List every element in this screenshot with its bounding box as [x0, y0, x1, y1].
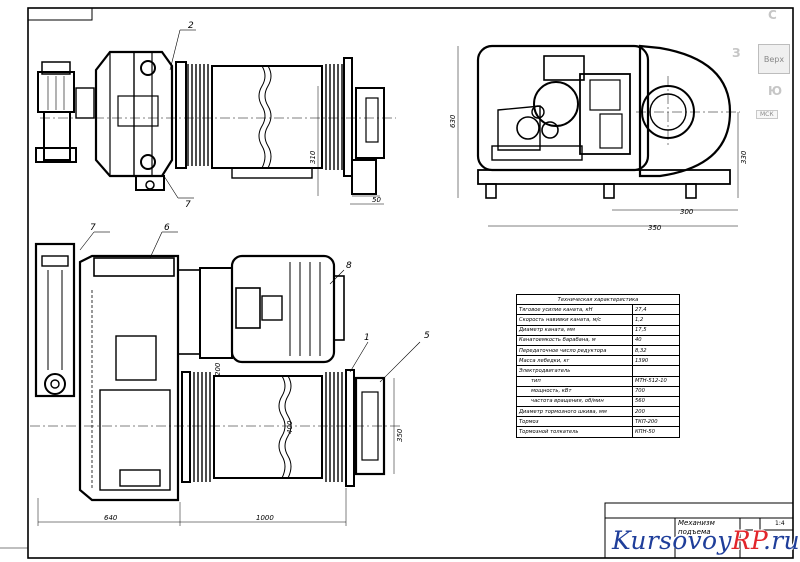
spec-value: 40 [632, 334, 680, 346]
spec-label: Диаметр тормозного шкива, мм [516, 406, 633, 418]
dim-200: 200 [214, 362, 222, 376]
view-cube-face-top[interactable]: Верх [758, 44, 790, 74]
site-watermark: KursovoyRP.ru [612, 526, 800, 555]
dim-50: 50 [372, 196, 381, 204]
callout-1: 1 [364, 333, 370, 343]
dim-630: 630 [449, 114, 457, 128]
callout-6: 6 [164, 223, 170, 233]
spec-value [632, 365, 680, 377]
spec-label: тип [516, 375, 633, 387]
plan-view [30, 231, 421, 526]
spec-value: 200 [632, 406, 680, 418]
spec-table: Техническая характеристика Тяговое усили… [516, 293, 680, 438]
dim-350-plan: 350 [396, 428, 404, 442]
watermark-part-1: Kursovoy [612, 526, 732, 555]
spec-value: КПН-50 [632, 426, 680, 438]
watermark-part-2: RP [731, 526, 763, 555]
callout-2: 2 [188, 21, 194, 31]
spec-value: 17,5 [632, 324, 680, 336]
spec-value: МТН-512-10 [632, 375, 680, 387]
spec-label: Диаметр каната, мм [516, 324, 633, 336]
spec-label: Масса лебедки, кг [516, 355, 633, 367]
scale-label: 1:4 [775, 520, 785, 527]
spec-label: Передаточное число редуктора [516, 344, 633, 357]
spec-label: Тормоз [516, 416, 633, 428]
corner-stamp [27, 7, 93, 21]
dim-300: 300 [680, 208, 694, 216]
spec-label: Канатоемкость барабана, м [516, 334, 633, 346]
spec-label: частота вращения, об/мин [516, 395, 633, 408]
spec-label: Тяговое усилие каната, кН [516, 304, 633, 316]
dim-400: 400 [286, 420, 294, 434]
dim-1000: 1000 [256, 514, 274, 522]
callout-7a: 7 [185, 200, 191, 210]
dim-310: 310 [309, 150, 317, 164]
spec-value: 1,2 [632, 314, 680, 326]
dim-330: 330 [740, 150, 748, 164]
spec-value: ТКП-200 [632, 416, 680, 428]
sheet-frame [27, 7, 794, 559]
title-line-2: подъема [678, 528, 711, 536]
dim-350-side: 350 [648, 224, 662, 232]
view-cube-south[interactable]: Ю [768, 84, 783, 98]
spec-value: 1390 [632, 355, 680, 367]
title-block [604, 502, 794, 559]
view-cube-north[interactable]: С [768, 8, 777, 22]
drawing-title: Механизм подъема [678, 519, 715, 537]
callout-8: 8 [346, 261, 352, 271]
front-view [35, 29, 396, 205]
spec-value: 27,4 [632, 304, 680, 316]
spec-value: 700 [632, 385, 680, 397]
watermark-part-3: .ru [762, 526, 800, 555]
ucs-menu-button[interactable]: МСК [756, 110, 778, 119]
side-view [457, 44, 740, 227]
spec-label: Тормозной толкатель [516, 426, 633, 438]
spec-value: 560 [632, 395, 680, 408]
view-cube-west[interactable]: З [732, 46, 741, 60]
spec-title: Техническая характеристика [516, 293, 680, 306]
dim-640: 640 [104, 514, 118, 522]
spec-row: Электродвигатель [516, 365, 680, 377]
spec-label: Скорость навивки каната, м/с [516, 314, 633, 326]
callout-5: 5 [424, 331, 430, 341]
spec-label: мощность, кВт [516, 385, 633, 397]
title-line-1: Механизм [678, 519, 715, 527]
spec-label: Электродвигатель [516, 365, 633, 377]
view-cube[interactable]: С З Верх Ю МСК [730, 6, 800, 126]
spec-value: 8,32 [632, 344, 680, 357]
callout-7b: 7 [90, 223, 96, 233]
